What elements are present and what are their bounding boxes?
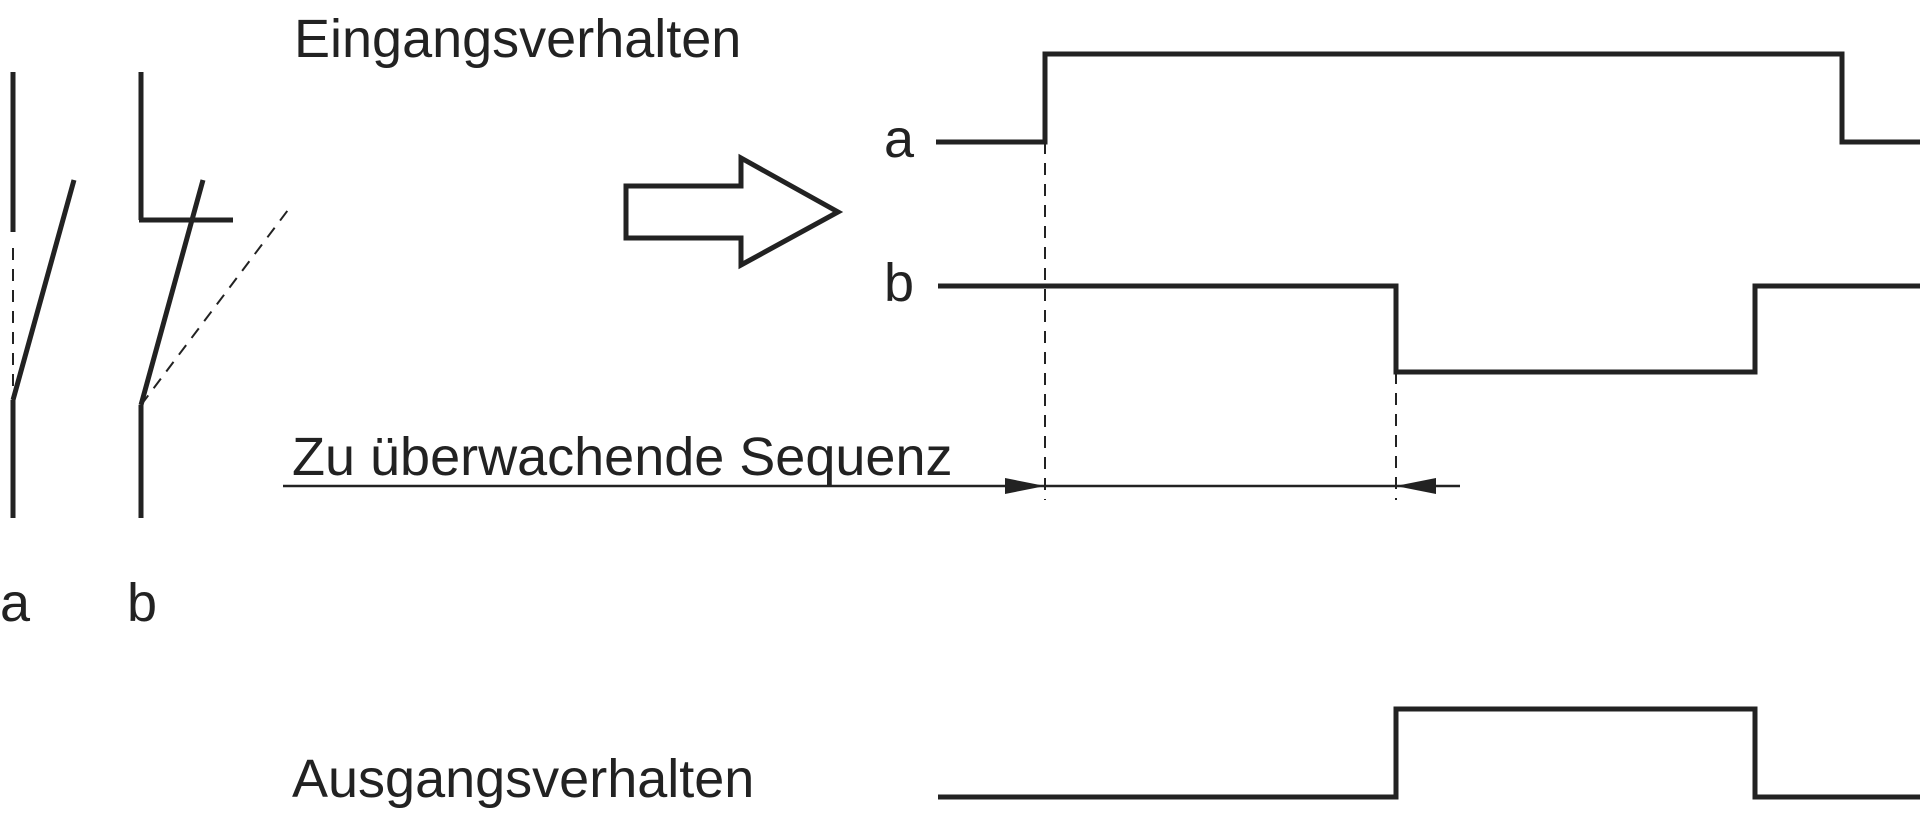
signal-b-waveform — [938, 283, 1920, 375]
contact-b-switch-blade — [138, 179, 206, 406]
sequence-end-arrowhead — [1396, 478, 1436, 494]
contact-a-symbol — [10, 72, 77, 518]
contact-a-label: a — [0, 573, 31, 633]
output-behavior-heading: Ausgangsverhalten — [292, 749, 755, 809]
input-behavior-heading: Eingangsverhalten — [294, 9, 742, 69]
contact-b-dashed-guide — [140, 209, 289, 406]
hollow-right-arrow-icon — [623, 153, 844, 270]
signal-a-waveform — [936, 51, 1920, 145]
contact-a-switch-blade — [10, 179, 77, 401]
contact-b-symbol — [138, 72, 289, 518]
signal-a-label: a — [884, 109, 915, 169]
sequence-start-arrowhead — [1005, 478, 1045, 494]
sequence-heading: Zu überwachende Sequenz — [292, 427, 953, 487]
contact-b-label: b — [127, 573, 158, 633]
output-waveform — [938, 706, 1920, 800]
signal-b-label: b — [884, 253, 915, 313]
